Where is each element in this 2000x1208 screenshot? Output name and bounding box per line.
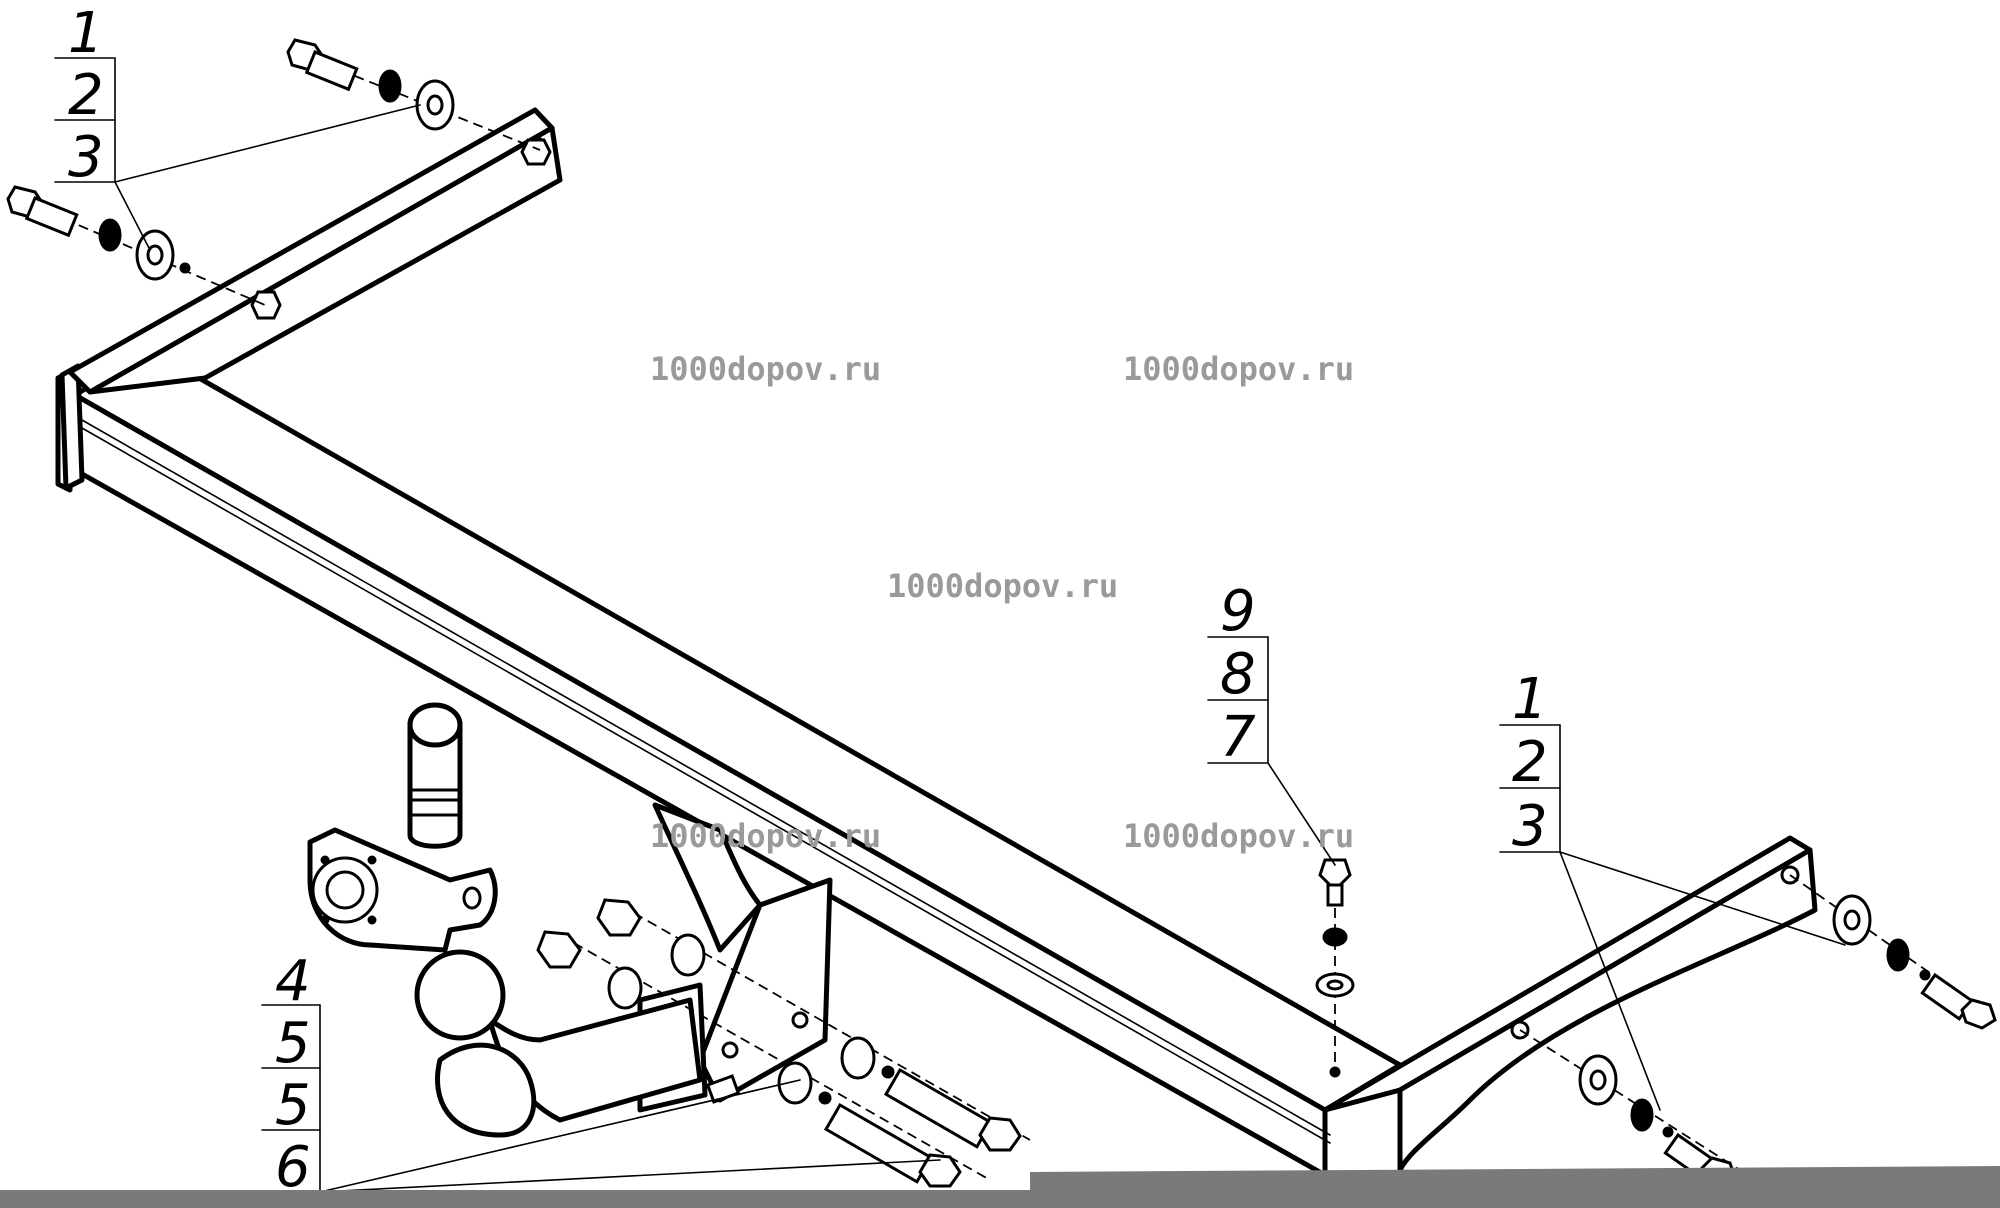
callout-label: 1 [1512,667,1548,732]
callout-label: 3 [68,125,104,190]
watermark-text: 1000dopov.ru [1123,817,1354,855]
callout-label: 9 [1220,579,1256,644]
callout-label: 6 [275,1135,311,1200]
hardware-top-left [6,38,541,306]
watermarks: 1000dopov.ru 1000dopov.ru 1000dopov.ru 1… [650,350,1354,855]
callout-label: 2 [68,63,104,128]
hardware-center [1315,858,1355,1078]
callout-top-left: 1 2 3 [54,1,116,190]
callout-label: 4 [275,949,311,1014]
callout-right: 1 2 3 [1499,667,1561,859]
callout-bottom-left: 4 5 5 6 [261,949,321,1200]
watermark-text: 1000dopov.ru [1123,350,1354,388]
callout-label: 8 [1220,642,1256,707]
callout-label: 3 [1512,794,1548,859]
watermark-text: 1000dopov.ru [650,350,881,388]
hardware-lower-left [536,898,1031,1188]
footer-bar [0,1166,2000,1208]
left-side-bracket [67,107,563,395]
watermark-text: 1000dopov.ru [887,567,1118,605]
callout-label: 2 [1512,730,1548,795]
callout-label: 7 [1220,705,1256,770]
leader-lines [114,104,1846,1193]
callout-label: 1 [68,1,104,66]
callout-label: 5 [275,1073,311,1138]
socket-bracket-and-cap [307,702,498,953]
right-side-bracket [1322,835,1818,1208]
watermark-text: 1000dopov.ru [650,817,881,855]
tow-ball-assembly [414,802,833,1138]
callout-label: 5 [275,1011,311,1076]
callout-center: 9 8 7 [1207,579,1269,770]
